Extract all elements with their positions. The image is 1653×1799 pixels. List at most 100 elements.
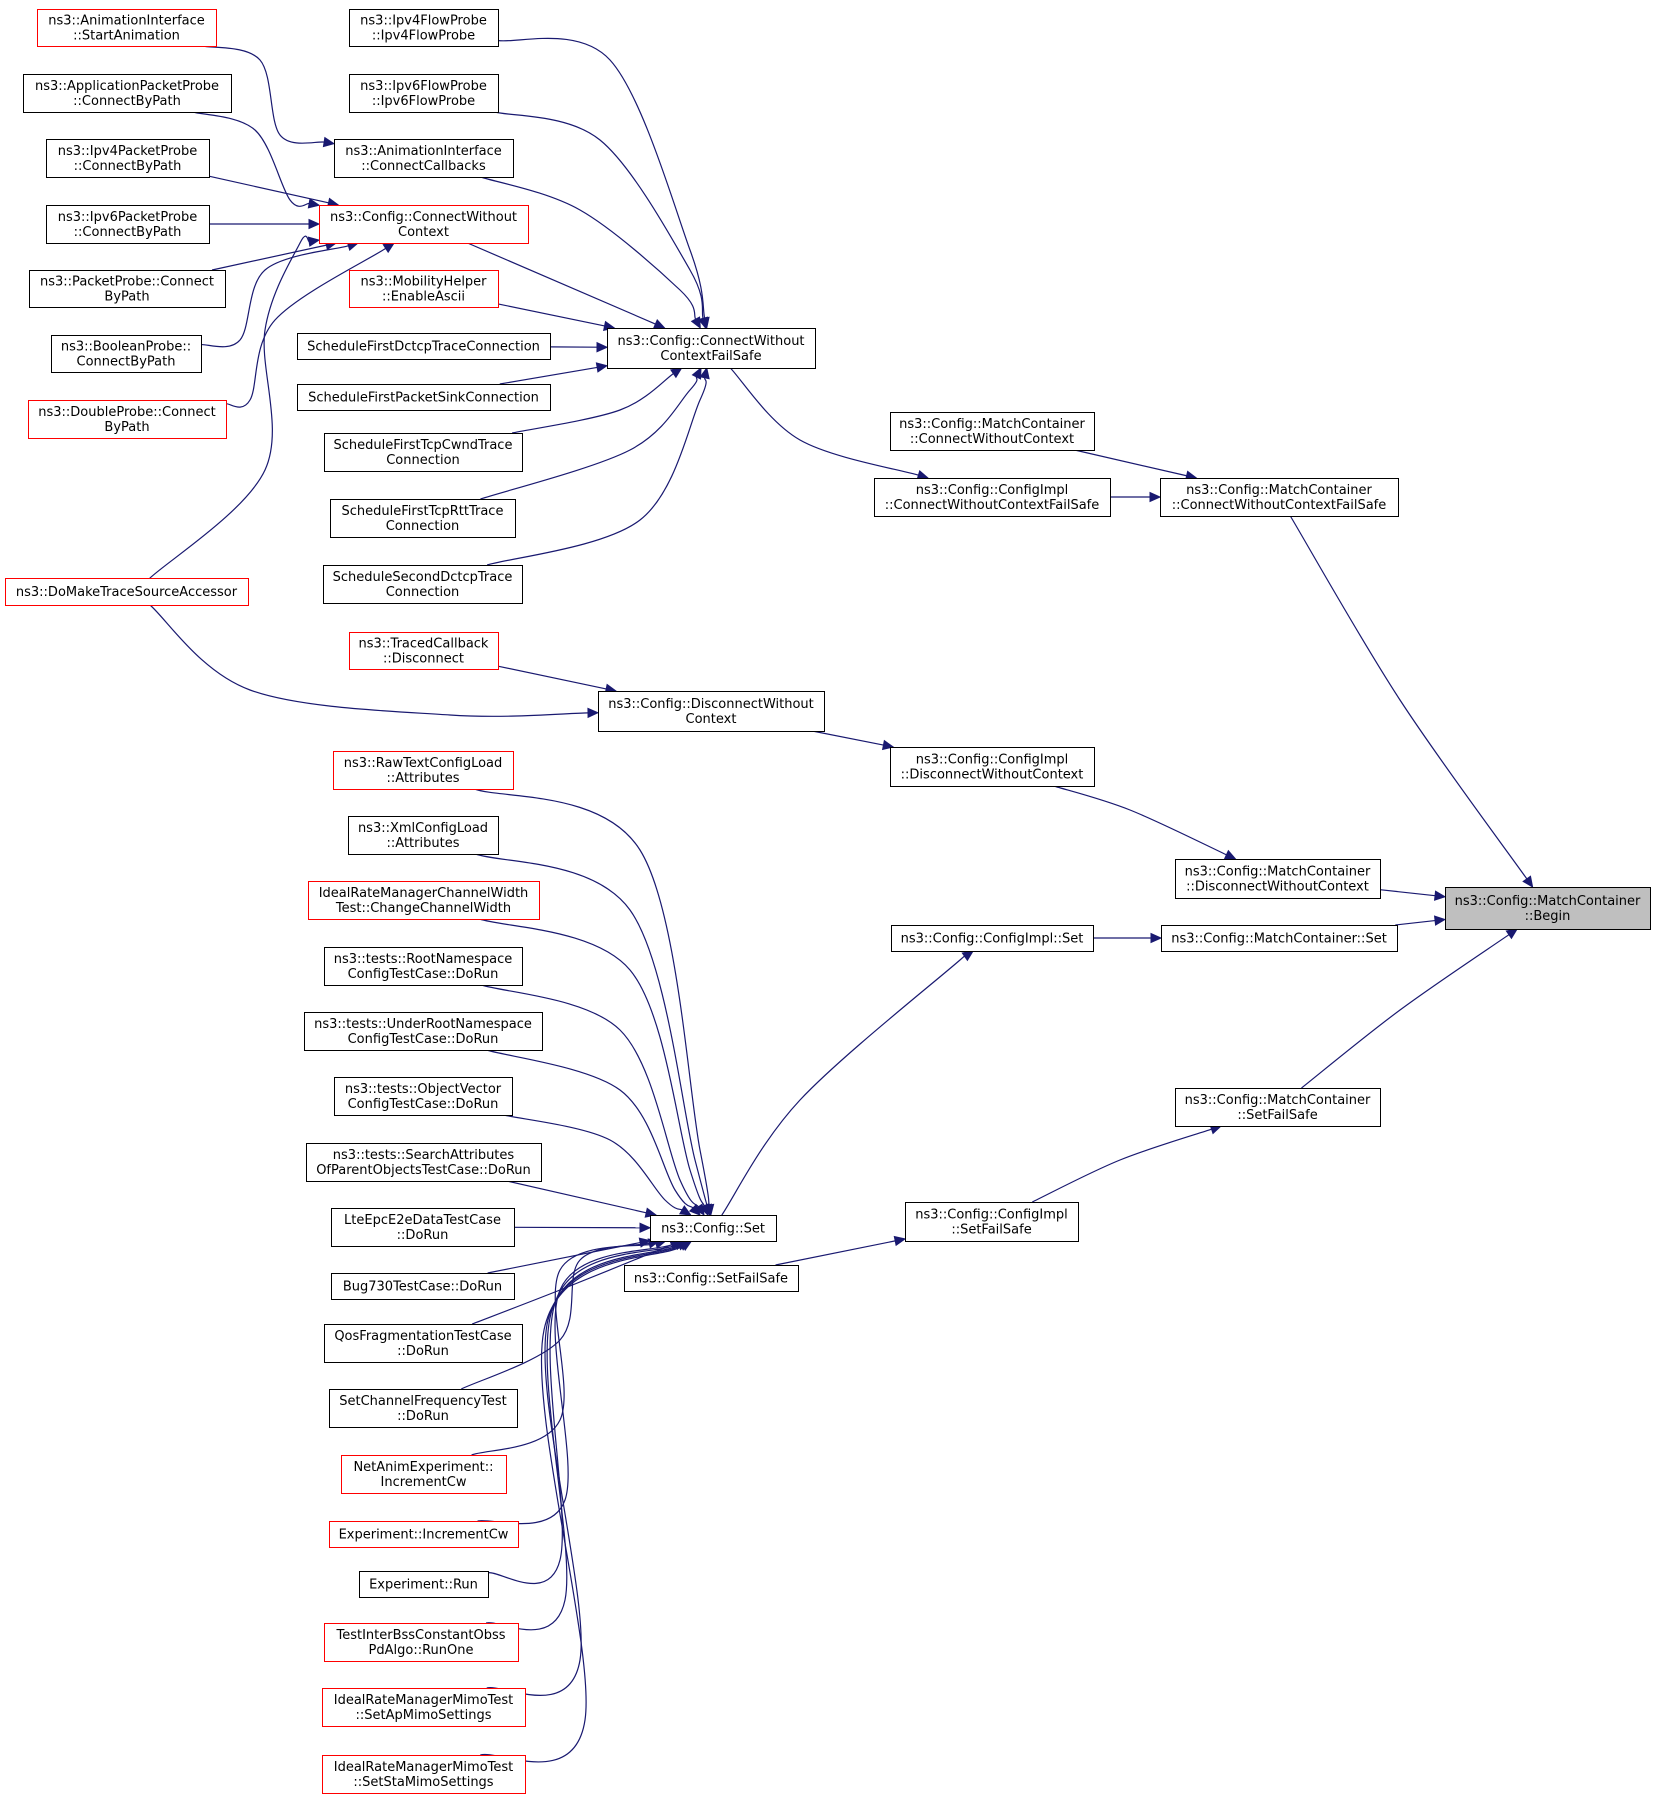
mobhelper-node[interactable]: ns3::MobilityHelper::EnableAscii <box>349 270 499 308</box>
node-box <box>349 270 499 308</box>
node-label-line: ::Ipv4FlowProbe <box>372 29 475 44</box>
node-label-line: ::ConnectWithoutContextFailSafe <box>1172 498 1387 513</box>
node-label-line: ::ConnectByPath <box>73 94 181 109</box>
mcsetfs-node[interactable]: ns3::Config::MatchContainer::SetFailSafe <box>1175 1088 1381 1127</box>
call-edge <box>140 235 310 587</box>
call-edge <box>1053 785 1227 856</box>
impl-connwoctxfs-node[interactable]: ns3::Config::ConfigImpl::ConnectWithoutC… <box>874 478 1111 517</box>
sched-dctcp-node[interactable]: ScheduleFirstDctcpTraceConnection <box>297 333 551 360</box>
node-label-line: ns3::tests::SearchAttributes <box>333 1148 515 1163</box>
mc-connwoctx-node[interactable]: ns3::Config::MatchContainer::ConnectWith… <box>890 412 1095 451</box>
call-edge <box>494 111 704 319</box>
node-label-line: ConfigTestCase::DoRun <box>348 967 499 982</box>
nodes-layer: ns3::AnimationInterface::StartAnimationn… <box>5 9 1651 1794</box>
domaketrace-node[interactable]: ns3::DoMakeTraceSourceAccessor <box>5 578 249 606</box>
ipv6pktprobe-node[interactable]: ns3::Ipv6PacketProbe::ConnectByPath <box>46 205 210 244</box>
netanim-node[interactable]: NetAnimExperiment::IncrementCw <box>341 1455 507 1494</box>
exprun-node[interactable]: Experiment::Run <box>359 1571 489 1598</box>
sched-pktsink-node[interactable]: ScheduleFirstPacketSinkConnection <box>297 384 551 411</box>
impl-discwoctx-node[interactable]: ns3::Config::ConfigImpl::DisconnectWitho… <box>890 747 1095 787</box>
node-label-line: ::DoRun <box>397 1228 449 1243</box>
call-edge <box>200 245 349 348</box>
connwoctxfs-node[interactable]: ns3::Config::ConnectWithoutContextFailSa… <box>607 328 816 369</box>
node-box <box>874 478 1111 517</box>
call-edge <box>480 176 697 320</box>
node-label-line: ::DisconnectWithoutContext <box>901 768 1084 783</box>
arrowhead <box>1505 928 1519 940</box>
ipv4pktprobe-node[interactable]: ns3::Ipv4PacketProbe::ConnectByPath <box>46 139 210 178</box>
ipv6flow-node[interactable]: ns3::Ipv6FlowProbe::Ipv6FlowProbe <box>349 74 499 113</box>
node-box <box>891 925 1094 952</box>
call-edge <box>1301 934 1510 1089</box>
ipv4flow-node[interactable]: ns3::Ipv4FlowProbe::Ipv4FlowProbe <box>349 9 499 47</box>
node-box <box>28 400 227 439</box>
call-edge <box>480 1245 684 1763</box>
xmlcfg-node[interactable]: ns3::XmlConfigLoad::Attributes <box>348 816 499 855</box>
searchattr-node[interactable]: ns3::tests::SearchAttributesOfParentObje… <box>306 1143 542 1182</box>
node-label-line: ns3::RawTextConfigLoad <box>344 756 503 771</box>
arrowhead <box>652 318 666 329</box>
call-edge <box>485 1245 679 1631</box>
node-box <box>334 1077 513 1116</box>
mcset-node[interactable]: ns3::Config::MatchContainer::Set <box>1161 925 1398 952</box>
implsetfs-node[interactable]: ns3::Config::ConfigImpl::SetFailSafe <box>905 1202 1079 1242</box>
dblprobe-node[interactable]: ns3::DoubleProbe::ConnectByPath <box>28 400 227 439</box>
call-edge <box>479 918 705 1206</box>
mimoap-node[interactable]: IdealRateManagerMimoTest::SetApMimoSetti… <box>322 1688 526 1727</box>
rootns-node[interactable]: ns3::tests::RootNamespaceConfigTestCase:… <box>324 947 523 986</box>
node-box <box>329 1521 519 1548</box>
mc-discwoctx-node[interactable]: ns3::Config::MatchContainer::DisconnectW… <box>1175 859 1381 899</box>
bug730-node[interactable]: Bug730TestCase::DoRun <box>331 1273 515 1300</box>
node-label-line: ::SetFailSafe <box>1237 1108 1317 1123</box>
node-label-line: ::Attributes <box>387 836 460 851</box>
idealchw-node[interactable]: IdealRateManagerChannelWidthTest::Change… <box>308 881 540 920</box>
discwoctx-node[interactable]: ns3::Config::DisconnectWithoutContext <box>598 691 825 732</box>
implset-node[interactable]: ns3::Config::ConfigImpl::Set <box>891 925 1094 952</box>
node-box <box>304 1012 543 1051</box>
expinc-node[interactable]: Experiment::IncrementCw <box>329 1521 519 1548</box>
mimosta-node[interactable]: IdealRateManagerMimoTest::SetStaMimoSett… <box>322 1755 526 1794</box>
node-box <box>324 433 523 472</box>
setfs-node[interactable]: ns3::Config::SetFailSafe <box>624 1265 799 1292</box>
node-label-line: ns3::Config::ConnectWithout <box>617 334 804 349</box>
underrootns-node[interactable]: ns3::tests::UnderRootNamespaceConfigTest… <box>304 1012 543 1051</box>
node-label-line: ContextFailSafe <box>660 349 761 364</box>
arrowhead <box>308 218 321 230</box>
node-box <box>1445 887 1651 930</box>
node-box <box>890 412 1095 451</box>
node-label-line: ::ConnectByPath <box>74 225 182 240</box>
call-edge <box>475 853 708 1206</box>
mc-connwoctxfs-node[interactable]: ns3::Config::MatchContainer::ConnectWith… <box>1160 478 1399 517</box>
qosfrag-node[interactable]: QosFragmentationTestCase::DoRun <box>324 1324 523 1363</box>
call-edge <box>499 366 598 385</box>
node-box <box>5 578 249 606</box>
rawtext-node[interactable]: ns3::RawTextConfigLoad::Attributes <box>333 751 514 790</box>
root-node[interactable]: ns3::Config::MatchContainer::Begin <box>1445 887 1651 930</box>
node-label-line: Connection <box>386 519 460 534</box>
node-label-line: ::Ipv6FlowProbe <box>372 94 475 109</box>
conncb-node[interactable]: ns3::AnimationInterface::ConnectCallback… <box>334 139 514 178</box>
connwoctx-node[interactable]: ns3::Config::ConnectWithoutContext <box>319 205 529 244</box>
arrowhead <box>382 242 396 254</box>
set-node[interactable]: ns3::Config::Set <box>650 1215 777 1242</box>
call-edge <box>729 367 919 476</box>
node-box <box>37 9 217 47</box>
pktprobe-node[interactable]: ns3::PacketProbe::ConnectByPath <box>29 270 226 308</box>
node-label-line: ByPath <box>104 420 149 435</box>
objvec-node[interactable]: ns3::tests::ObjectVectorConfigTestCase::… <box>334 1077 513 1116</box>
apppktprobe-node[interactable]: ns3::ApplicationPacketProbe::ConnectByPa… <box>23 74 232 113</box>
arrowhead <box>669 367 683 379</box>
setchfreq-node[interactable]: SetChannelFrequencyTest::DoRun <box>329 1389 518 1428</box>
node-label-line: PdAlgo::RunOne <box>369 1643 474 1658</box>
tcb-disc-node[interactable]: ns3::TracedCallback::Disconnect <box>349 632 499 670</box>
boolprobe-node[interactable]: ns3::BooleanProbe::ConnectByPath <box>51 335 202 373</box>
lteepc-node[interactable]: LteEpcE2eDataTestCase::DoRun <box>331 1208 515 1247</box>
call-edge <box>486 1245 682 1697</box>
node-label-line: ::ConnectWithoutContext <box>910 432 1074 447</box>
call-edge <box>503 1114 683 1211</box>
startanim-node[interactable]: ns3::AnimationInterface::StartAnimation <box>37 9 217 47</box>
